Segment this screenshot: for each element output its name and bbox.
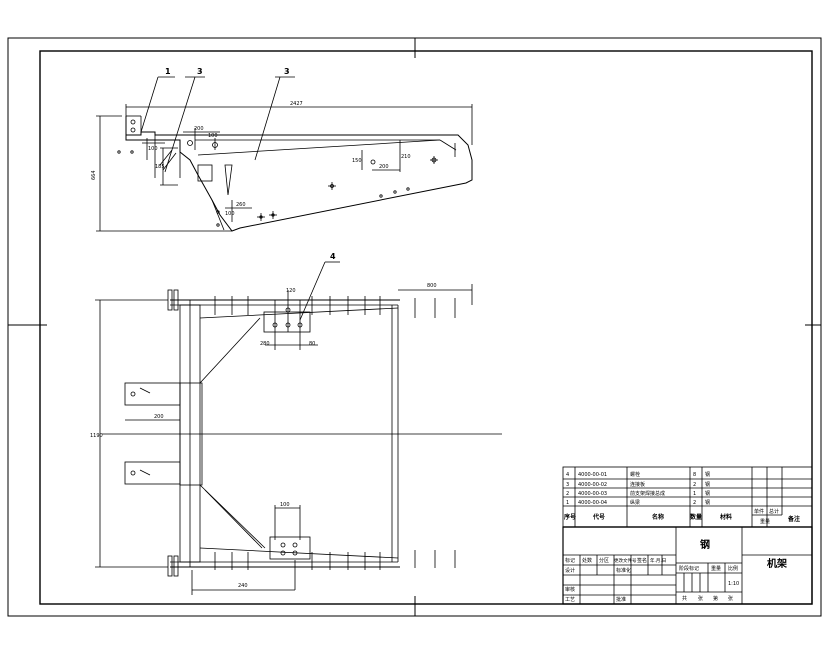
sheets-total-label: 共 (682, 595, 687, 602)
dim-plan-upper-h: 120 (286, 288, 296, 294)
standard-label: 标准化 (616, 567, 631, 574)
part-row-code: 4000-00-03 (578, 491, 607, 497)
header-qty: 数量 (690, 513, 702, 521)
approve-label: 批准 (616, 596, 626, 603)
rev-label-mark: 标记 (565, 557, 575, 564)
part-row-name: 纵梁 (630, 499, 640, 506)
scale-value: 1:10 (728, 581, 739, 587)
header-code: 代号 (592, 513, 605, 521)
scale-label: 比例 (728, 565, 738, 572)
process-label: 工艺 (565, 597, 575, 603)
header-name: 名称 (652, 513, 664, 521)
dim-top-height: 664 (91, 170, 97, 180)
rev-label-date: 年.月.日 (650, 557, 666, 564)
dim-plan-bottom-hole: 100 (280, 502, 290, 508)
part-row-no: 3 (566, 482, 569, 488)
weight-label: 重量 (711, 565, 721, 572)
part-row-name: 连接板 (630, 481, 645, 488)
review-label: 审核 (565, 586, 575, 593)
dim-top-d2: 100 (208, 133, 218, 139)
dim-top-d5: 150 (352, 158, 362, 164)
part-row-name: 前支架焊接总成 (630, 490, 665, 497)
callout-4: 4 (330, 252, 336, 261)
dim-top-d3: 100 (148, 146, 158, 152)
part-row-code: 4000-00-02 (578, 482, 607, 488)
part-row-qty: 8 (693, 472, 696, 478)
callout-1: 1 (165, 67, 171, 76)
sheet-no-word: 张 (728, 595, 733, 602)
dim-plan-upper-a: 280 (260, 341, 270, 347)
part-row-no: 4 (566, 472, 569, 478)
dim-top-d9: 100 (225, 211, 235, 217)
hole-markers (117, 119, 456, 227)
material-label: 钢 (700, 538, 710, 551)
sheet-borders (7, 37, 822, 617)
rev-label-count: 处数 (582, 557, 592, 564)
header-weight: 重量 (760, 518, 770, 525)
part-row-mat: 钢 (705, 490, 710, 497)
header-total-weight: 总计 (769, 508, 779, 515)
dim-plan-width: 1190 (90, 433, 103, 439)
dim-top-d4: 185 (155, 164, 165, 170)
title-block (562, 466, 813, 605)
drawing-title: 机架 (767, 557, 787, 570)
dim-top-d7: 200 (379, 164, 389, 170)
part-row-qty: 1 (693, 491, 696, 497)
outer-border (7, 37, 822, 617)
part-row-name: 螺栓 (630, 471, 640, 478)
callout-2: 3 (197, 67, 203, 76)
dim-plan-bottom: 240 (238, 583, 248, 589)
sheets-total-word: 张 (698, 595, 703, 602)
rev-label-zone: 分区 (599, 557, 609, 564)
part-row-qty: 2 (693, 500, 696, 506)
part-row-no: 2 (566, 491, 569, 497)
dimension-labels: 2427 664 200 100 100 185 150 210 200 260… (90, 101, 437, 589)
header-mat: 材料 (719, 513, 732, 521)
part-row-code: 4000-00-04 (578, 500, 607, 506)
header-no: 序号 (563, 513, 576, 521)
dim-plan-upper-b: 80 (309, 341, 315, 347)
rail-ticks (214, 296, 456, 570)
callout-3: 3 (284, 67, 290, 76)
design-label: 设计 (565, 567, 575, 574)
part-row-mat: 钢 (705, 471, 710, 478)
plan-view (95, 261, 502, 595)
stage-label: 阶段标记 (679, 565, 699, 572)
dim-plan-right: 800 (427, 283, 437, 289)
header-unit-weight: 单件 (754, 508, 764, 515)
sheet-no-label: 第 (713, 595, 718, 602)
rev-label-sign: 签名 (637, 557, 647, 564)
dim-top-overall: 2427 (290, 101, 303, 107)
inner-frame (39, 50, 813, 605)
title-block-text: 钢 机架 标记 处数 分区 更改文件号 签名 年.月.日 设计 标准化 审核 工… (565, 538, 787, 603)
callout-labels: 1 3 3 4 (165, 67, 336, 261)
part-row-qty: 2 (693, 482, 696, 488)
dim-top-d8: 260 (236, 202, 246, 208)
rev-label-file: 更改文件号 (614, 557, 637, 564)
part-row-mat: 钢 (705, 499, 710, 506)
part-row-no: 1 (566, 500, 569, 506)
dim-top-d6: 210 (401, 154, 411, 160)
part-row-mat: 钢 (705, 481, 710, 488)
dim-top-d1: 200 (194, 126, 204, 132)
parts-list-text: 4 4000-00-01 螺栓 8 钢 3 4000-00-02 连接板 2 钢… (563, 471, 800, 525)
dim-plan-arm: 200 (154, 414, 164, 420)
header-remark: 备注 (787, 515, 800, 523)
part-row-code: 4000-00-01 (578, 472, 607, 478)
side-elevation-view (96, 76, 473, 232)
